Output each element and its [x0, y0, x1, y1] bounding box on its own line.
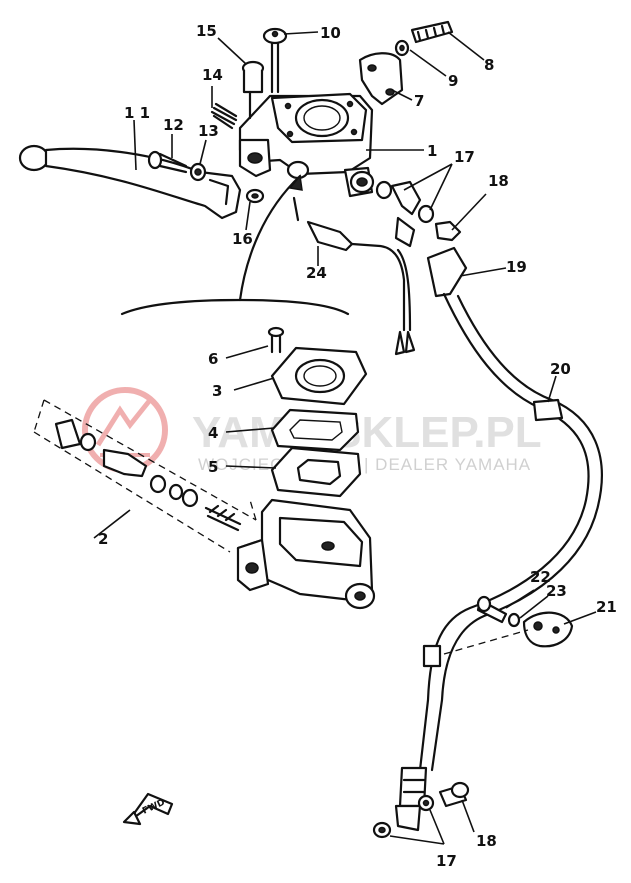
hose-holder-21 — [522, 611, 574, 648]
part-label-1: 1 — [427, 142, 437, 160]
washer-9 — [394, 39, 410, 57]
part-label-16: 16 — [232, 230, 253, 248]
part-label-9: 9 — [448, 72, 458, 90]
part-label-5: 5 — [208, 458, 218, 476]
fwd-arrow-icon: FWD — [122, 792, 174, 826]
union-bolt-assembly-upper — [375, 180, 462, 248]
bolt-22 — [476, 595, 508, 624]
part-label-6: 6 — [208, 350, 218, 368]
brake-hose — [394, 246, 603, 832]
piston-kit-2 — [33, 399, 257, 553]
master-cylinder-assembly — [238, 92, 375, 198]
part-label-14: 14 — [202, 66, 223, 84]
part-label-17-upper: 17 — [454, 148, 475, 166]
part-label-20: 20 — [550, 360, 571, 378]
nut-16 — [245, 188, 265, 204]
part-label-22: 22 — [530, 568, 551, 586]
part-label-19: 19 — [506, 258, 527, 276]
bolt-12 — [147, 150, 188, 174]
washer-23 — [507, 612, 521, 628]
part-label-3: 3 — [212, 382, 222, 400]
part-label-18-lower: 18 — [476, 832, 497, 850]
brake-switch-24 — [292, 196, 416, 356]
part-label-8: 8 — [484, 56, 494, 74]
pivot-bolt-15 — [241, 60, 265, 120]
part-label-21: 21 — [596, 598, 617, 616]
leader-lines — [93, 31, 597, 845]
part-label-11: 1 1 — [124, 104, 150, 122]
part-label-2: 2 — [98, 530, 108, 548]
nut-13 — [189, 162, 207, 182]
screw-6 — [267, 326, 285, 354]
plate-5 — [270, 446, 362, 498]
watermark-title: YAMA-SKLEP.PL — [192, 408, 542, 457]
part-label-4: 4 — [208, 424, 218, 442]
watermark: YAMA-SKLEP.PL WOJCIECHOWICZ | DEALER YAM… — [82, 387, 542, 474]
part-label-23: 23 — [546, 582, 567, 600]
union-bolt-lower-18 — [438, 781, 470, 808]
part-label-15: 15 — [196, 22, 217, 40]
part-label-12: 12 — [163, 116, 184, 134]
part-label-24: 24 — [306, 264, 327, 282]
spring-14 — [210, 102, 238, 130]
gasket-4 — [270, 408, 360, 452]
reservoir-cap-3 — [270, 346, 368, 406]
part-labels: 1 2 3 4 5 6 7 8 9 10 1 1 12 13 14 15 16 … — [98, 22, 617, 870]
part-label-7: 7 — [414, 92, 424, 110]
clamp-7 — [358, 52, 404, 106]
part-label-18-upper: 18 — [488, 172, 509, 190]
cap-nut-10 — [262, 27, 288, 94]
bolt-8 — [410, 20, 454, 44]
part-label-17-lower: 17 — [436, 852, 457, 870]
master-cylinder-body — [236, 498, 376, 610]
part-label-10: 10 — [320, 24, 341, 42]
washers-lower-17 — [372, 794, 435, 839]
detail-bracket — [120, 174, 350, 316]
brake-lever — [18, 144, 242, 220]
part-label-13: 13 — [198, 122, 219, 140]
watermark-subtitle: WOJCIECHOWICZ | DEALER YAMAHA — [198, 455, 531, 474]
